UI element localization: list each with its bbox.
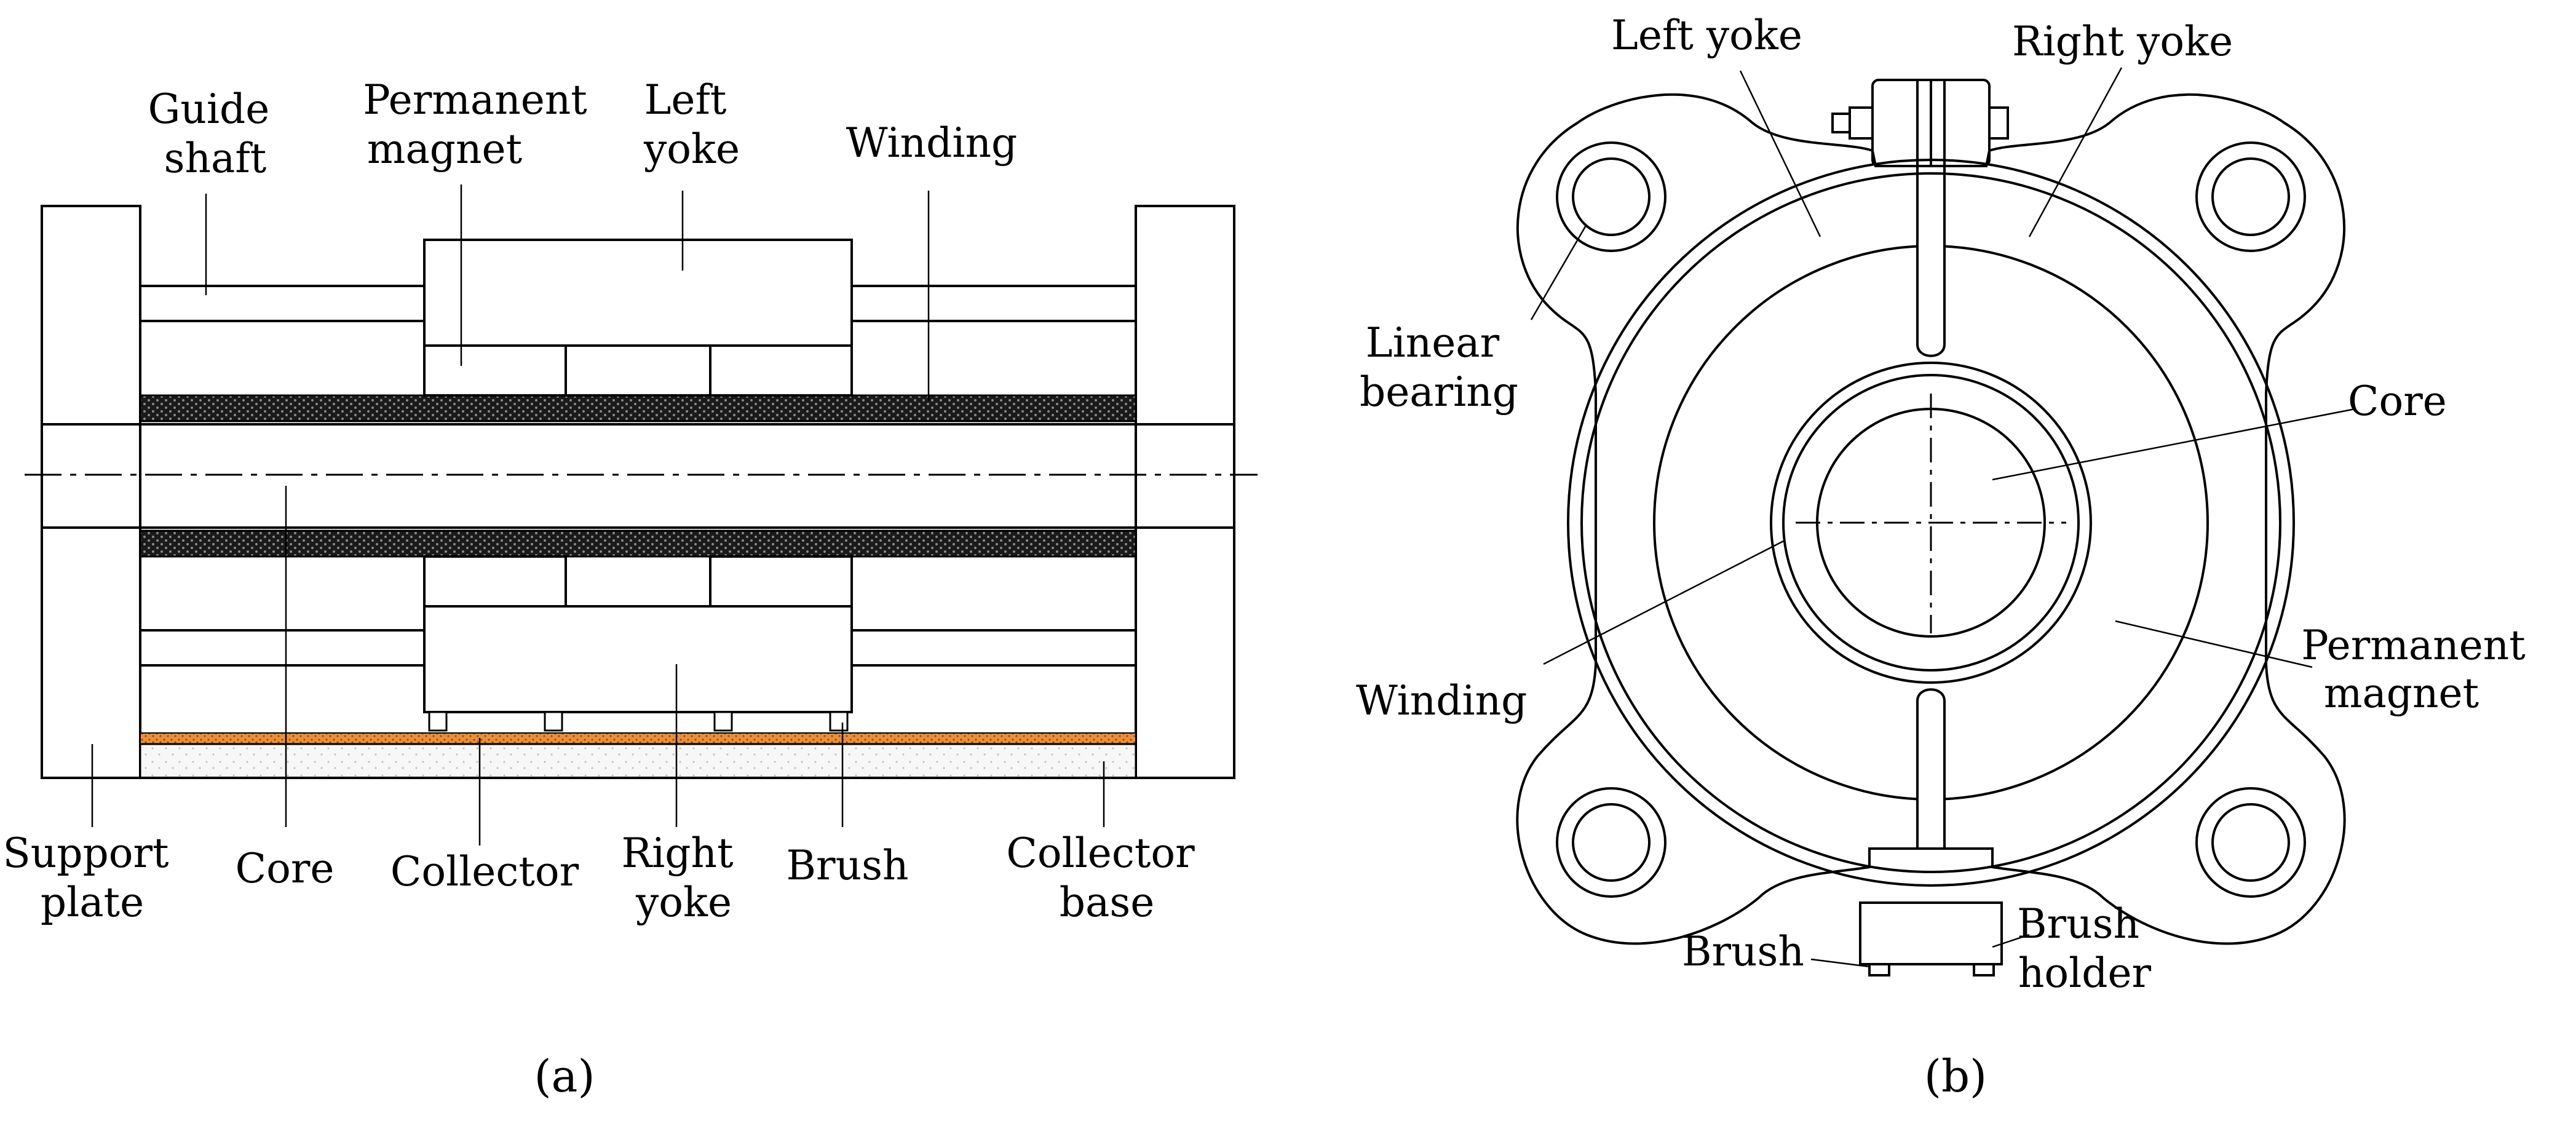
guide-shafts: [140, 285, 1136, 667]
label-winding-a: Winding: [846, 119, 1017, 167]
label-brush-b: Brush: [1682, 928, 1804, 975]
label-brush-a: Brush: [787, 842, 909, 889]
top-clamp: [1831, 79, 2009, 167]
core: [41, 423, 1235, 529]
permanent-magnet-lower-right: [709, 555, 853, 608]
winding-ring-outer: [1770, 362, 2092, 684]
panel-a-leaders: [91, 184, 1105, 846]
panel-b-end-view: Left yoke Right yoke Linear bearing Core…: [1356, 12, 2538, 1102]
label-collector-base: Collector base: [1006, 830, 1207, 926]
label-left-yoke: Left yoke: [643, 76, 740, 173]
support-plate-right: [1135, 205, 1235, 779]
right-yoke: [423, 605, 853, 713]
panel-a-cross-section: Guide shaft Permanent magnet Left yoke W…: [2, 76, 1258, 1102]
label-winding-b: Winding: [1356, 677, 1527, 724]
label-permanent-magnet-b: Permanent magnet: [2301, 622, 2538, 717]
left-yoke: [423, 239, 853, 347]
caption-b: (b): [1924, 1050, 1987, 1102]
support-plate-left: [41, 205, 141, 779]
permanent-magnet-lower-left: [423, 555, 567, 608]
winding-upper: [139, 394, 1137, 422]
label-left-yoke-b: Left yoke: [1611, 12, 1802, 59]
housing-outline: [1516, 93, 2346, 945]
label-collector: Collector: [390, 848, 579, 895]
label-linear-bearing: Linear bearing: [1360, 319, 1518, 416]
permanent-magnet-upper-right: [709, 344, 853, 397]
collector-base: [139, 743, 1137, 779]
label-support-plate: Support plate: [2, 830, 181, 926]
yoke-inner-ring: [1580, 172, 2281, 873]
label-right-yoke: Right yoke: [621, 830, 746, 926]
collector: [140, 732, 1136, 745]
panel-a-labels: Guide shaft Permanent magnet Left yoke W…: [2, 76, 1207, 926]
label-right-yoke-b: Right yoke: [2012, 18, 2233, 65]
brushes: [428, 711, 849, 732]
linear-bearing-holes: [1556, 141, 2306, 898]
label-guide-shaft: Guide shaft: [148, 85, 283, 182]
caption-a: (a): [534, 1050, 595, 1102]
winding-ring-inner: [1782, 374, 2080, 671]
label-brush-holder: Brush holder: [2017, 900, 2152, 997]
winding-lower: [139, 529, 1137, 558]
label-core-b: Core: [2348, 378, 2447, 425]
label-core-a: Core: [236, 845, 335, 892]
permanent-magnet-upper-left: [423, 344, 567, 397]
panel-b-labels: Left yoke Right yoke Linear bearing Core…: [1356, 12, 2538, 997]
yoke-split: [1916, 80, 1946, 849]
label-permanent-magnet: Permanent magnet: [363, 76, 600, 173]
brush-holder: [1859, 901, 2003, 976]
center-cross: [1796, 394, 2066, 633]
panel-b-leaders: [1530, 67, 2356, 968]
